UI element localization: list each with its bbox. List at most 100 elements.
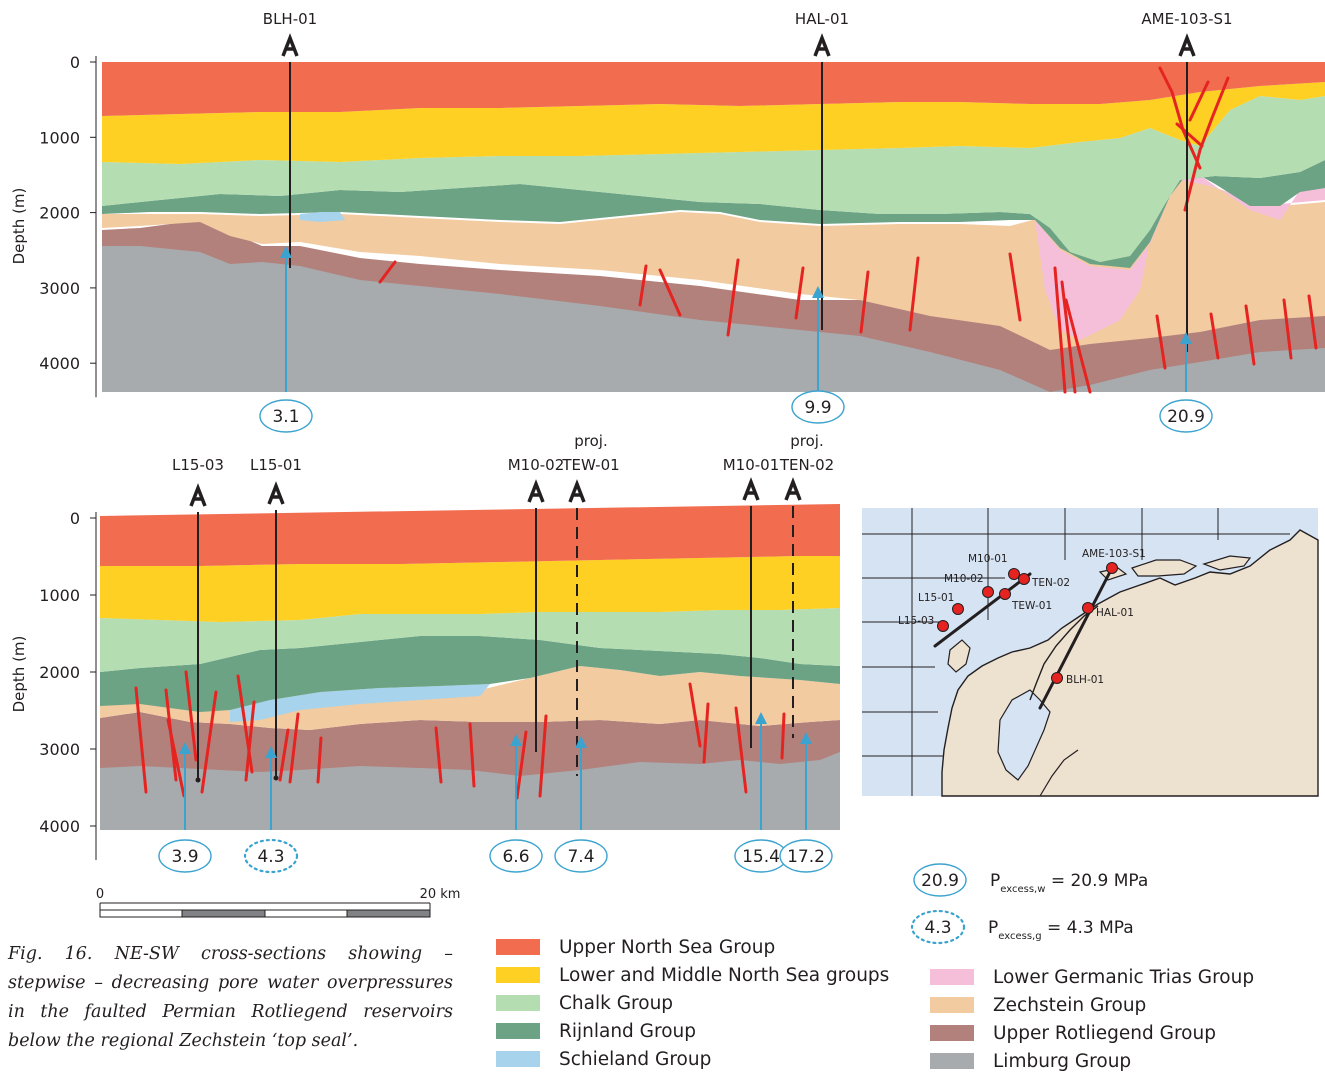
axis-tick-label: 0	[70, 53, 80, 72]
fault-salt-diapir	[1175, 122, 1204, 148]
pressure-oval: 3.9	[158, 839, 212, 873]
well-symbol-icon	[1178, 33, 1196, 57]
map-ijsselmeer	[997, 689, 1051, 781]
fault	[200, 690, 218, 794]
well-name: L15-03	[172, 456, 224, 474]
water-pressure-oval	[779, 839, 833, 873]
pressure-marker: 3.1	[259, 246, 313, 433]
fault	[515, 730, 528, 800]
fault	[638, 264, 648, 307]
map-grid	[862, 508, 1290, 796]
fault	[538, 714, 548, 798]
map-well-marker	[1008, 568, 1020, 580]
pressure-key-symbol: P	[988, 918, 998, 938]
fault	[702, 702, 710, 764]
map-dyke	[1039, 749, 1079, 797]
fault	[316, 736, 323, 784]
well-symbol-icon	[568, 479, 586, 503]
water-pressure-oval	[913, 863, 967, 897]
map-well-label: L15-03	[898, 615, 934, 627]
fault	[278, 728, 290, 782]
fault	[134, 686, 148, 794]
well-l15-03: L15-03	[172, 456, 224, 783]
layer-lower-middle-north-sea	[102, 82, 1325, 164]
pressure-value: 17.2	[787, 847, 825, 867]
legend-swatch	[930, 1025, 974, 1041]
pressure-value: 20.9	[1167, 407, 1205, 427]
map-section-line-top	[1038, 566, 1114, 710]
fault	[908, 256, 920, 332]
map-well-label: BLH-01	[1066, 674, 1104, 686]
pressure-key-definition: = 20.9 MPa	[1045, 871, 1148, 891]
legend-item: Schieland Group	[496, 1047, 711, 1071]
fault	[184, 670, 198, 762]
top-faults	[378, 66, 1318, 394]
map-well-m10-02: M10-02	[944, 573, 994, 598]
map-section-line-bottom	[933, 572, 1032, 648]
pressure-value: 3.9	[171, 847, 198, 867]
map-well-marker	[999, 588, 1011, 600]
legend-swatch	[496, 1051, 540, 1067]
scale-bar: 0 20 km	[96, 887, 460, 918]
pressure-oval: 7.4	[554, 839, 608, 873]
pressure-marker: 7.4	[554, 736, 608, 873]
fault	[244, 700, 256, 782]
pressure-value: 6.6	[502, 847, 529, 867]
map-well-blh-01: BLH-01	[1051, 672, 1104, 686]
map-well-marker	[982, 586, 994, 598]
fault	[1064, 298, 1092, 394]
pressure-value: 7.4	[567, 847, 594, 867]
map-well-marker	[952, 603, 964, 615]
map-coastline-west	[1029, 605, 1099, 701]
pressure-oval: 4.3	[243, 838, 299, 874]
axis-tick-label: 2000	[39, 663, 80, 682]
pressure-marker: 4.3	[243, 746, 299, 874]
pressure-value: 20.9	[921, 871, 959, 891]
layer-chalk	[100, 608, 840, 672]
fault	[658, 268, 682, 317]
well-projected-label: proj.	[574, 432, 607, 450]
fault	[434, 726, 443, 784]
map-well-l15-03: L15-03	[898, 615, 949, 632]
map-well-label: AME-103-S1	[1082, 548, 1146, 560]
pressure-value: 3.1	[272, 407, 299, 427]
layer-upper-north-sea	[102, 62, 1325, 116]
axis-tick-label: 3000	[39, 279, 80, 298]
layer-lower-middle-north-sea	[100, 556, 840, 622]
map-well-marker	[937, 620, 949, 632]
pressure-marker: 6.6	[489, 734, 543, 873]
legend-swatch	[930, 969, 974, 985]
legend-item: Rijnland Group	[496, 1019, 696, 1043]
fault	[166, 718, 186, 798]
legend-swatch	[930, 997, 974, 1013]
map-island-frisian	[1202, 555, 1252, 571]
scale-bar-segment	[264, 909, 348, 918]
scale-bar-segment	[346, 909, 431, 918]
map-well-m10-01: M10-01	[968, 553, 1020, 580]
well-symbol-icon	[784, 477, 802, 501]
legend-item: Lower Germanic Trias Group	[930, 965, 1254, 989]
layer-upper-rotliegend	[102, 220, 1325, 392]
gas-pressure-oval	[910, 909, 966, 945]
well-name: M10-01	[723, 456, 780, 474]
fault-salt-diapir	[1188, 80, 1210, 122]
well-total-depth-dot	[273, 775, 279, 781]
axis-tick-label: 4000	[39, 354, 80, 373]
well-tew-01: proj.TEW-01	[561, 432, 620, 776]
legend-swatch	[496, 939, 540, 955]
axis-label: Depth (m)	[10, 188, 28, 265]
well-projected-label: proj.	[790, 432, 823, 450]
legend-item: Upper Rotliegend Group	[930, 1021, 1216, 1045]
legend-label: Lower Germanic Trias Group	[993, 966, 1255, 988]
legend-label: Upper North Sea Group	[559, 936, 776, 958]
axis-tick-label: 2000	[39, 204, 80, 223]
map-well-label: TEN-02	[1031, 577, 1070, 589]
map-well-marker	[1051, 672, 1063, 684]
pressure-value: 9.9	[804, 398, 831, 418]
well-symbol-icon	[267, 481, 285, 505]
fault	[1209, 312, 1220, 360]
axis-label: Depth (m)	[10, 636, 28, 713]
pressure-marker: 20.9	[1159, 332, 1213, 433]
